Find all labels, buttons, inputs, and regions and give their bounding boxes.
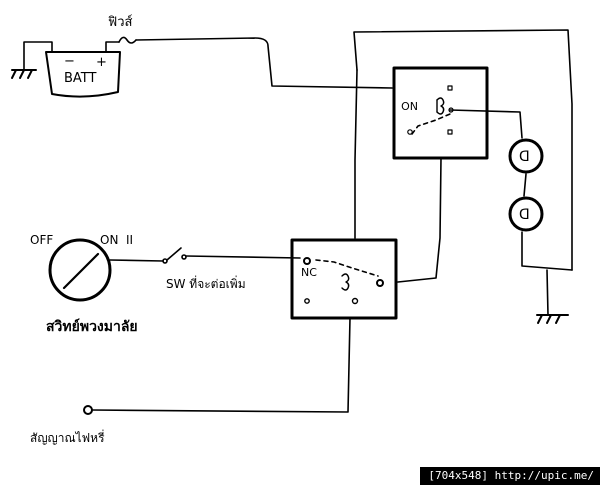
added-switch-label: SW ที่จะต่อเพิ่ม xyxy=(166,275,246,291)
switch-off-label: OFF xyxy=(30,233,53,247)
wires xyxy=(23,29,573,413)
bulb-top xyxy=(508,138,544,174)
bulb-bottom-symbol: ᗡ xyxy=(519,207,530,223)
rear-light-signal-label: สัญญาณไฟหรี่ xyxy=(30,429,105,445)
bulb-top-symbol: ᗡ xyxy=(519,149,530,165)
wire-battery-fuse xyxy=(105,41,120,53)
wire-bulb-link xyxy=(523,173,527,197)
battery-label: BATT xyxy=(64,71,97,86)
ground-symbol-right xyxy=(536,314,569,324)
image-host-footer: [704x548] http://upic.me/ xyxy=(420,467,600,485)
relay-top-contact-dash xyxy=(411,113,451,135)
fuse-symbol xyxy=(118,36,137,44)
relay-top-no-label: NO xyxy=(401,99,418,112)
wire-relay-link-2 xyxy=(354,69,358,239)
relay-bottom-contact-dash xyxy=(315,259,379,277)
footer-dimensions: [704x548] xyxy=(428,469,489,482)
ignition-switch-label: สวิทย์พวงมาลัย xyxy=(46,318,138,335)
relay-top xyxy=(392,66,489,160)
wire-signal xyxy=(91,317,351,413)
switch-on-label: ON xyxy=(100,233,118,247)
wire-sw-relay xyxy=(185,255,301,259)
footer-source: http://upic.me/ xyxy=(494,469,594,482)
bulb-bottom xyxy=(508,196,544,232)
wire-relay-bulb xyxy=(449,109,523,139)
battery-symbol xyxy=(45,51,121,98)
signal-terminal xyxy=(83,405,93,415)
switch-on-mark: II xyxy=(126,233,133,247)
ground-symbol-left xyxy=(11,69,37,79)
relay-bottom-nc-label: NC xyxy=(301,266,317,279)
wire-ground-battery xyxy=(23,41,53,71)
battery-plus-label: + xyxy=(96,55,107,70)
wire-fuse-out xyxy=(135,37,393,89)
added-switch-symbol xyxy=(162,247,187,264)
fuse-label: ฟิวส์ xyxy=(108,14,133,30)
wire-outer-loop xyxy=(353,29,573,271)
battery-minus-label: − xyxy=(64,54,75,69)
wire-ignition-sw xyxy=(109,259,164,262)
wire-relay-link-1 xyxy=(397,157,442,283)
ignition-switch-symbol xyxy=(48,238,112,302)
relay-bottom xyxy=(290,238,398,320)
wire-ground-right xyxy=(546,269,549,316)
wire-right-down xyxy=(521,231,573,271)
